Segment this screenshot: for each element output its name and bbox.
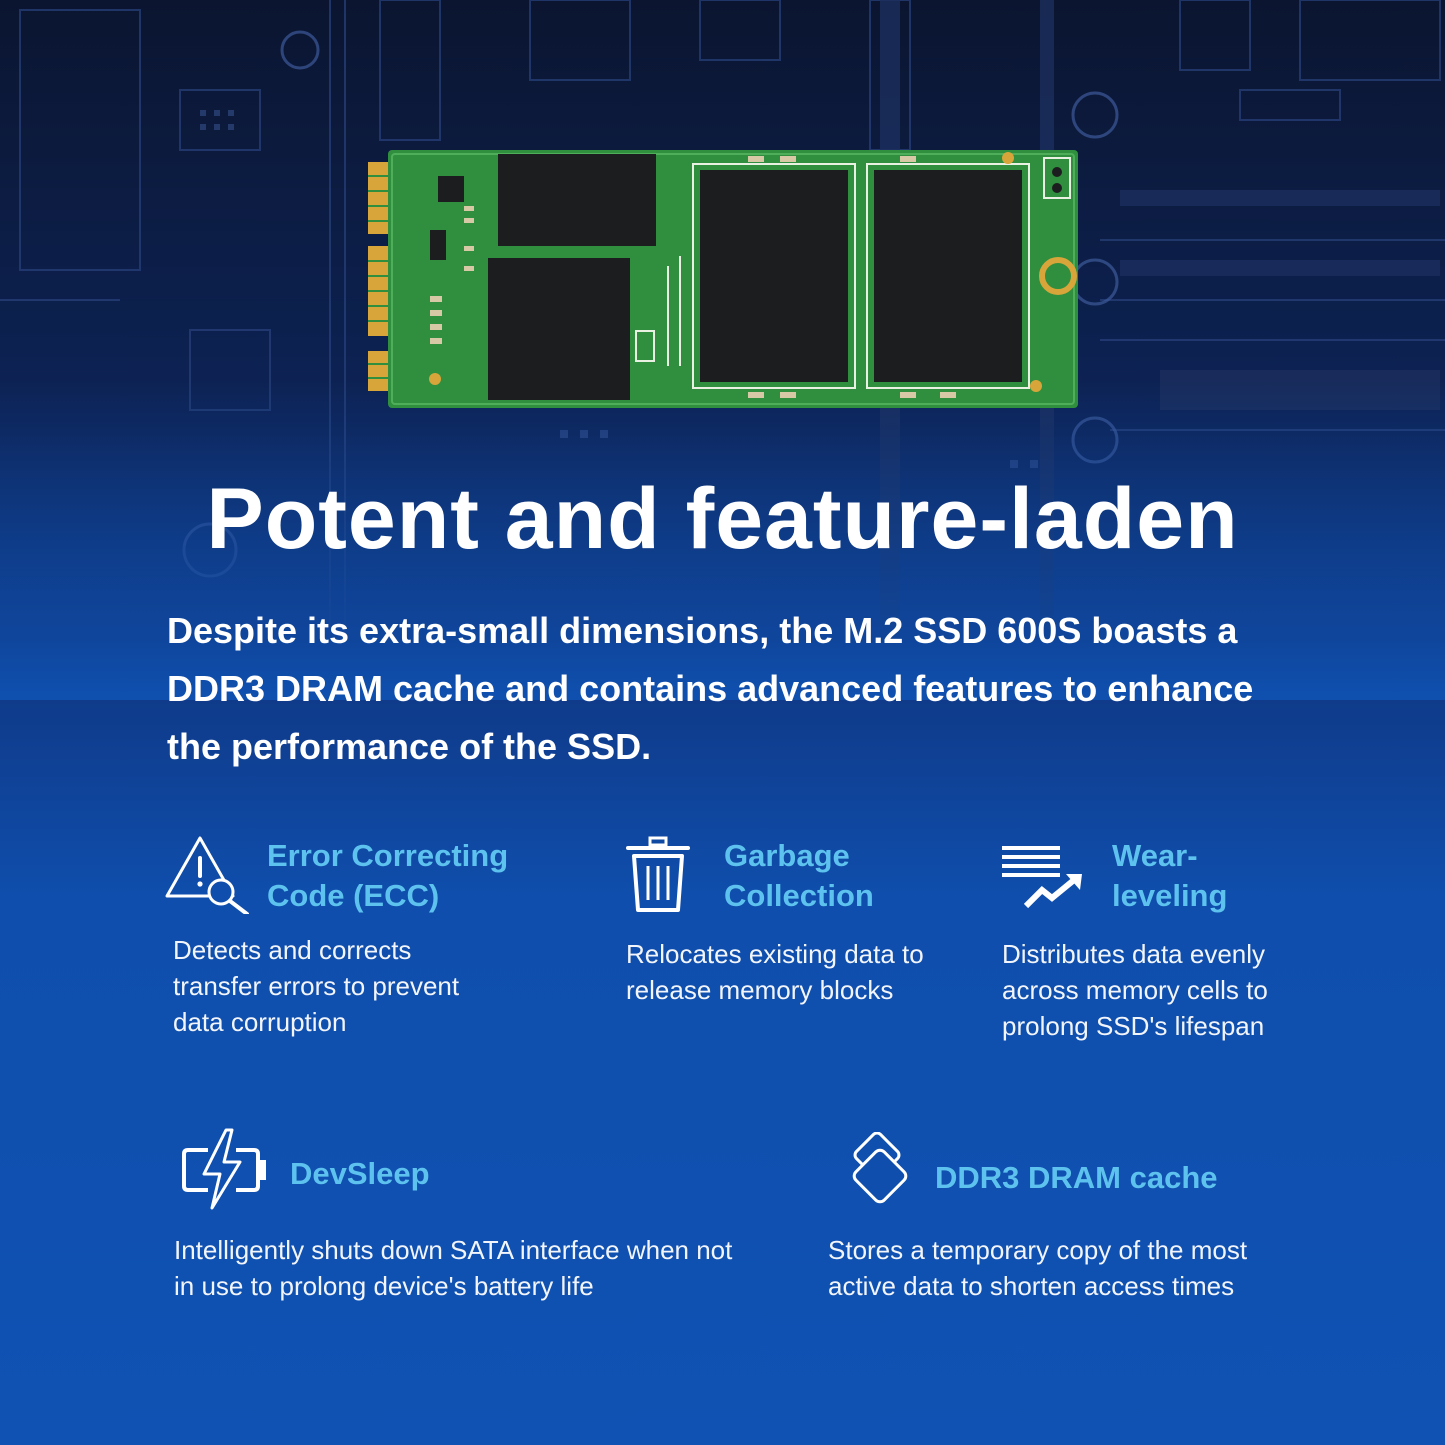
ssd-module-image bbox=[368, 150, 1078, 408]
wear-leveling-icon bbox=[1002, 846, 1082, 909]
feature-wear-leveling-title: Wear-leveling bbox=[1112, 838, 1228, 913]
feature-ecc: Error Correcting Code (ECC) Detects and … bbox=[160, 830, 550, 1050]
stacked-chips-icon bbox=[852, 1132, 908, 1204]
warning-magnifier-icon bbox=[165, 836, 249, 914]
feature-wear-leveling-description: Distributes data evenly across memory ce… bbox=[1002, 939, 1268, 1041]
feature-ddr3-dram-cache: DDR3 DRAM cache Stores a temporary copy … bbox=[820, 1120, 1300, 1320]
feature-ecc-title: Error Correcting Code (ECC) bbox=[267, 838, 509, 913]
intro-paragraph: Despite its extra-small dimensions, the … bbox=[167, 610, 1254, 767]
feature-wear-leveling: Wear-leveling Distributes data evenly ac… bbox=[995, 830, 1305, 1050]
feature-devsleep: DevSleep Intelligently shuts down SATA i… bbox=[160, 1120, 760, 1320]
feature-ddr3-dram-cache-description: Stores a temporary copy of the most acti… bbox=[828, 1235, 1248, 1301]
headline: Potent and feature-laden bbox=[206, 471, 1239, 567]
feature-garbage-collection-title: Garbage Collection bbox=[724, 838, 874, 913]
background-fade bbox=[0, 380, 1445, 700]
feature-ddr3-dram-cache-title: DDR3 DRAM cache bbox=[935, 1160, 1218, 1195]
feature-garbage-collection-description: Relocates existing data to release memor… bbox=[626, 939, 924, 1005]
feature-devsleep-title: DevSleep bbox=[290, 1156, 430, 1191]
feature-garbage-collection: Garbage Collection Relocates existing da… bbox=[620, 830, 960, 1050]
trash-bin-icon bbox=[626, 836, 690, 912]
battery-bolt-icon bbox=[182, 1128, 266, 1210]
feature-devsleep-description: Intelligently shuts down SATA interface … bbox=[174, 1235, 733, 1301]
feature-ecc-description: Detects and corrects transfer errors to … bbox=[173, 935, 460, 1037]
